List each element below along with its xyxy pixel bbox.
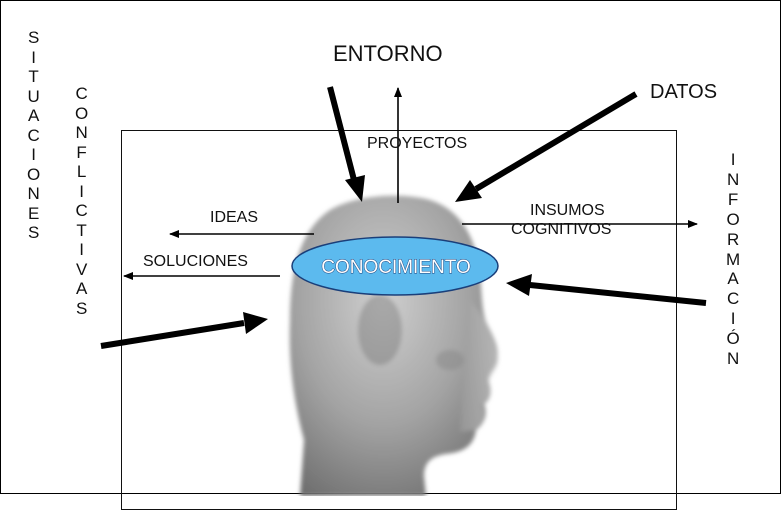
label-situaciones-vertical: S I T U A C I O N E S bbox=[27, 28, 40, 243]
letter: I bbox=[730, 309, 736, 329]
letter: I bbox=[730, 150, 736, 169]
letter: S bbox=[75, 298, 88, 318]
letter: I bbox=[31, 145, 36, 164]
letter: I bbox=[79, 240, 84, 259]
letter: O bbox=[726, 209, 740, 229]
conocimiento-ellipse-shape bbox=[291, 236, 499, 296]
letter: F bbox=[76, 142, 87, 162]
letter: N bbox=[27, 184, 40, 203]
letter: S bbox=[27, 28, 40, 47]
conocimiento-ellipse bbox=[291, 236, 499, 296]
label-conflictivas-vertical: C O N F L I C T I V A S bbox=[75, 84, 88, 318]
letter: C bbox=[726, 289, 740, 309]
letter: U bbox=[27, 86, 40, 106]
letter: A bbox=[727, 269, 739, 289]
letter: T bbox=[28, 67, 39, 86]
label-insumos: INSUMOS bbox=[530, 202, 605, 219]
label-ideas: IDEAS bbox=[210, 209, 259, 226]
letter: I bbox=[31, 47, 36, 67]
letter: A bbox=[75, 279, 88, 298]
label-informacion-vertical: I N F O R M A C I Ó N bbox=[726, 150, 740, 369]
label-cognitivos: COGNITIVOS bbox=[511, 221, 612, 238]
thin-arrows bbox=[123, 87, 698, 280]
letter: L bbox=[76, 162, 87, 181]
letter: C bbox=[75, 201, 88, 220]
letter: C bbox=[75, 84, 88, 103]
letter: O bbox=[75, 103, 89, 123]
arrow-datos bbox=[455, 91, 638, 202]
conocimiento-label: CONOCIMIENTO bbox=[321, 257, 471, 278]
letter: M bbox=[726, 249, 741, 269]
letter: T bbox=[76, 220, 87, 240]
label-soluciones: SOLUCIONES bbox=[143, 253, 248, 270]
letter: A bbox=[27, 106, 40, 125]
letter: S bbox=[27, 223, 40, 242]
letter: Ó bbox=[726, 329, 740, 349]
letter: E bbox=[27, 203, 40, 223]
letter: N bbox=[726, 169, 740, 189]
letter: V bbox=[75, 259, 88, 279]
arrow-situaciones bbox=[100, 312, 268, 349]
label-datos: DATOS bbox=[650, 81, 718, 103]
letter: R bbox=[726, 229, 740, 249]
arrow-entorno bbox=[327, 86, 365, 202]
letter: O bbox=[27, 164, 41, 184]
diagram-canvas: CONOCIMIENTO bbox=[100, 86, 707, 496]
arrow-informacion bbox=[506, 274, 707, 306]
thick-arrows bbox=[100, 86, 707, 349]
label-entorno: ENTORNO bbox=[333, 41, 443, 66]
letter: N bbox=[726, 349, 740, 369]
letter: I bbox=[79, 181, 84, 201]
label-proyectos: PROYECTOS bbox=[367, 135, 468, 152]
letter: C bbox=[27, 125, 40, 145]
letter: N bbox=[75, 123, 88, 142]
letter: F bbox=[727, 189, 739, 209]
